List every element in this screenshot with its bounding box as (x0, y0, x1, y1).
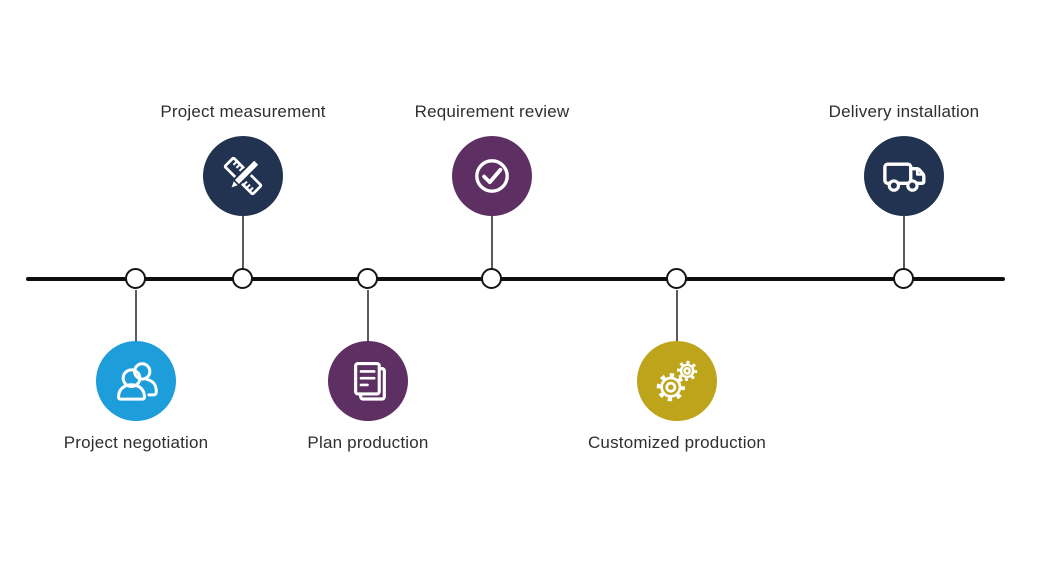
step-label: Delivery installation (828, 102, 980, 121)
timeline-node (481, 268, 502, 289)
truck-icon (883, 162, 926, 192)
check-circle-icon (475, 159, 509, 193)
step-label: Plan production (307, 433, 429, 452)
step-connector (242, 215, 244, 269)
step-connector (676, 290, 678, 342)
timeline-node (357, 268, 378, 289)
step-bubble-project-measurement (203, 136, 283, 216)
step-bubble-delivery-installation (864, 136, 944, 216)
timeline-node (125, 268, 146, 289)
timeline-node (232, 268, 253, 289)
document-icon (354, 361, 386, 401)
timeline-node (666, 268, 687, 289)
step-label: Project negotiation (63, 433, 209, 452)
step-connector (903, 215, 905, 269)
step-label: Requirement review (414, 102, 570, 121)
timeline-node (893, 268, 914, 289)
step-bubble-customized-production (637, 341, 717, 421)
step-connector (367, 290, 369, 342)
people-icon (117, 362, 158, 401)
step-bubble-project-negotiation (96, 341, 176, 421)
step-bubble-plan-production (328, 341, 408, 421)
step-bubble-requirement-review (452, 136, 532, 216)
step-connector (135, 290, 137, 342)
gears-icon (656, 360, 698, 402)
timeline-axis (26, 277, 1005, 281)
step-connector (491, 215, 493, 269)
step-label: Project measurement (160, 102, 326, 121)
ruler-pencil-icon (223, 156, 263, 196)
step-label: Customized production (587, 433, 767, 452)
